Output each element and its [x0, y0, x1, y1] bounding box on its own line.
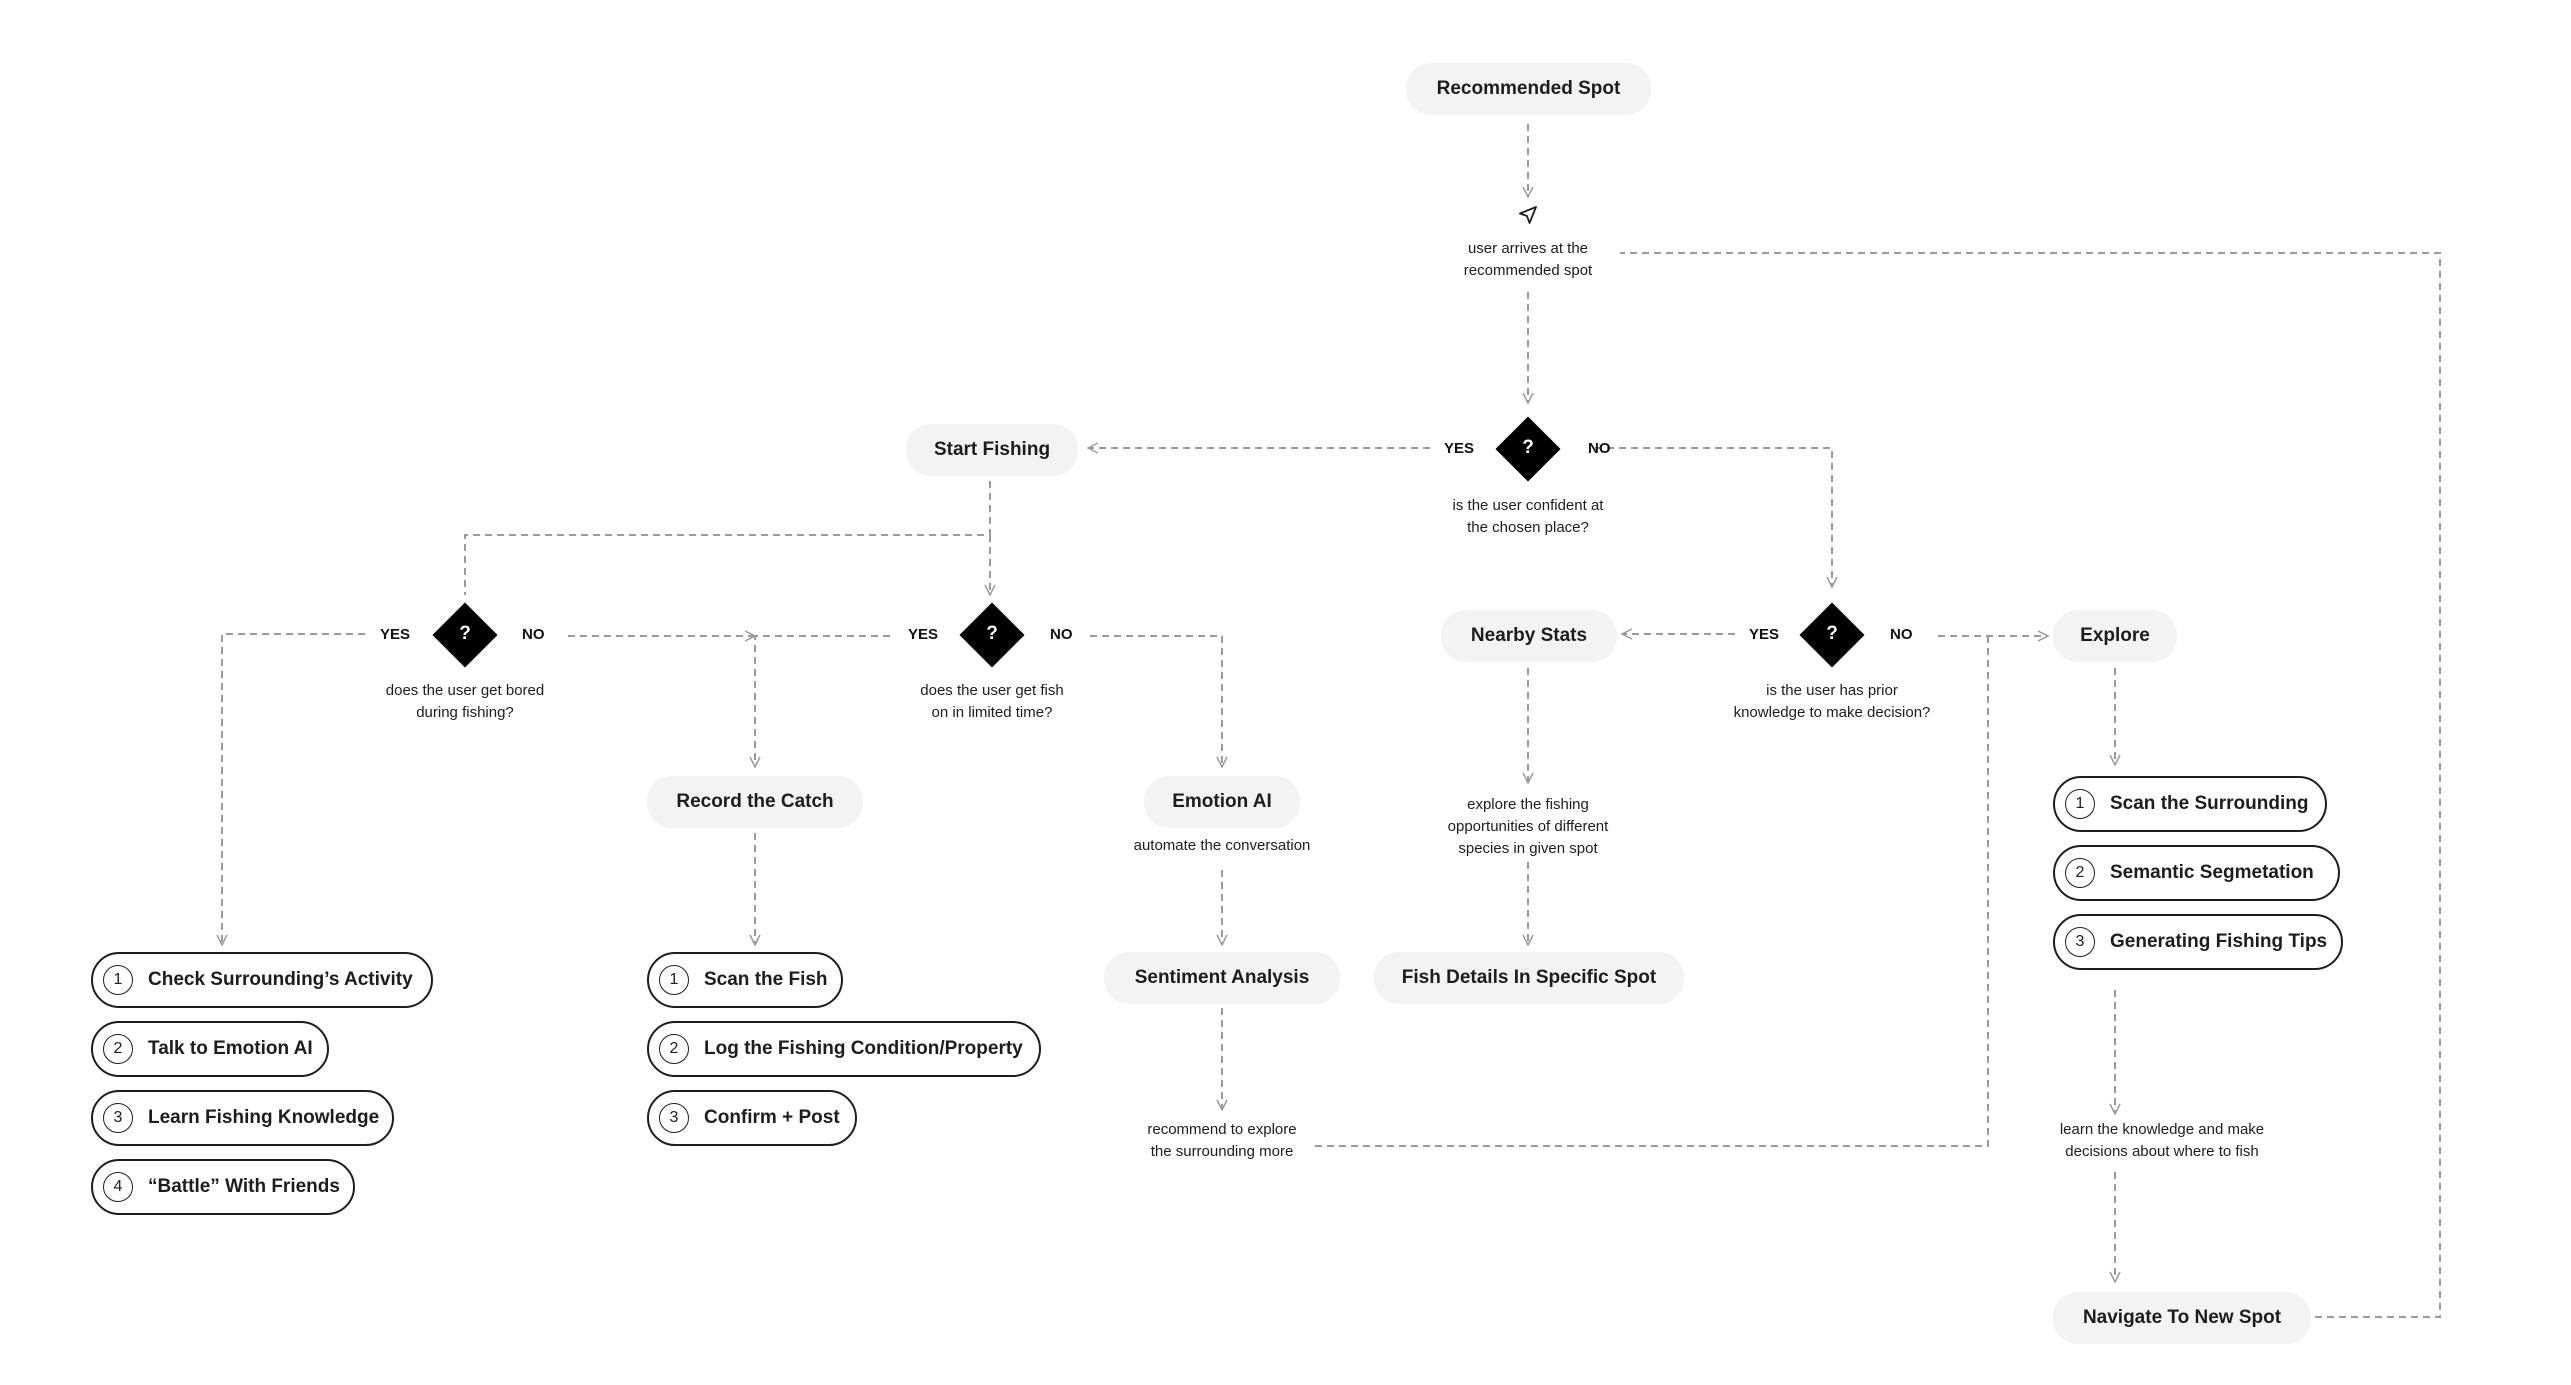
decision-confident-no: NO — [1588, 440, 1611, 457]
learn-note-line1: learn the knowledge and make — [2059, 1121, 2265, 1138]
step-label: Learn Fishing Knowledge — [148, 1107, 380, 1128]
arrive-note-line1: user arrives at the — [1467, 240, 1589, 257]
recommended-spot-node: Recommended Spot — [1406, 63, 1651, 115]
arrive-note-line2: recommended spot — [1463, 262, 1593, 279]
step-label: Generating Fishing Tips — [2110, 931, 2328, 952]
step-label: “Battle” With Friends — [148, 1176, 340, 1197]
decision-fish-time-yes: YES — [908, 626, 939, 643]
decision-fish-time-symbol: ? — [986, 623, 998, 644]
step-label: Talk to Emotion AI — [148, 1038, 313, 1059]
explore-node: Explore — [2053, 610, 2177, 662]
decision-confident-yes: YES — [1444, 440, 1475, 457]
bored-step-1: 1 Check Surrounding’s Activity — [91, 952, 433, 1008]
explore-step-3: 3 Generating Fishing Tips — [2053, 914, 2343, 970]
explore-opportunities-note-line3: species in given spot — [1458, 840, 1598, 857]
decision-knowledge-symbol: ? — [1826, 623, 1838, 644]
start-fishing-node: Start Fishing — [906, 424, 1078, 476]
decision-bored-yes: YES — [380, 626, 411, 643]
step-number-badge: 3 — [103, 1103, 133, 1133]
automate-note: automate the conversation — [1133, 837, 1311, 854]
decision-fish-time-question-line2: on in limited time? — [931, 704, 1053, 721]
explore-opportunities-note-line2: opportunities of different — [1447, 818, 1609, 835]
recommend-note-line1: recommend to explore — [1147, 1121, 1297, 1138]
decision-fish-time-no: NO — [1050, 626, 1073, 643]
recommend-note-line2: the surrounding more — [1150, 1143, 1294, 1160]
catch-step-2: 2 Log the Fishing Condition/Property — [647, 1021, 1041, 1077]
decision-knowledge-question-line1: is the user has prior — [1766, 682, 1898, 699]
decision-confident-symbol: ? — [1522, 437, 1534, 458]
step-label: Semantic Segmetation — [2110, 862, 2314, 883]
step-number-badge: 1 — [659, 965, 689, 995]
step-label: Scan the Fish — [704, 969, 828, 990]
decision-fish-time-question-line1: does the user get fish — [920, 682, 1064, 699]
step-label: Confirm + Post — [704, 1107, 840, 1128]
line-start-split — [464, 481, 991, 595]
line-navigate-loop — [1620, 252, 2441, 1318]
line-no-to-knowledge — [1595, 447, 1832, 587]
record-the-catch-node: Record the Catch — [647, 776, 863, 828]
bored-step-2: 2 Talk to Emotion AI — [91, 1021, 329, 1077]
line-fish-yes — [755, 635, 890, 767]
step-number-badge: 2 — [659, 1034, 689, 1064]
step-number-badge: 4 — [103, 1172, 133, 1202]
sentiment-analysis-node: Sentiment Analysis — [1104, 952, 1340, 1004]
step-label: Check Surrounding’s Activity — [148, 969, 413, 990]
decision-bored-question-line1: does the user get bored — [385, 682, 545, 699]
explore-step-1: 1 Scan the Surrounding — [2053, 776, 2327, 832]
emotion-ai-node: Emotion AI — [1144, 776, 1300, 828]
decision-confident-question-line2: the chosen place? — [1467, 519, 1589, 536]
catch-step-3: 3 Confirm + Post — [647, 1090, 857, 1146]
bored-step-3: 3 Learn Fishing Knowledge — [91, 1090, 394, 1146]
catch-step-1: 1 Scan the Fish — [647, 952, 843, 1008]
decision-bored-question-line2: during fishing? — [416, 704, 514, 721]
send-arrow-icon — [1519, 206, 1537, 224]
navigate-new-spot-node: Navigate To New Spot — [2053, 1292, 2311, 1344]
step-number-badge: 2 — [2065, 858, 2095, 888]
step-number-badge: 2 — [103, 1034, 133, 1064]
nearby-stats-node: Nearby Stats — [1441, 610, 1617, 662]
step-number-badge: 3 — [2065, 927, 2095, 957]
step-label: Scan the Surrounding — [2110, 793, 2309, 814]
bored-step-4: 4 “Battle” With Friends — [91, 1159, 355, 1215]
line-recommend-to-explore — [1315, 636, 1989, 1147]
step-number-badge: 1 — [2065, 789, 2095, 819]
step-label: Log the Fishing Condition/Property — [704, 1038, 1023, 1059]
decision-confident-question-line1: is the user confident at — [1452, 497, 1604, 514]
step-number-badge: 3 — [659, 1103, 689, 1133]
decision-bored-symbol: ? — [459, 623, 471, 644]
step-number-badge: 1 — [103, 965, 133, 995]
decision-bored-no: NO — [522, 626, 545, 643]
decision-knowledge-question-line2: knowledge to make decision? — [1733, 704, 1931, 721]
decision-knowledge-yes: YES — [1749, 626, 1780, 643]
decision-knowledge-no: NO — [1890, 626, 1913, 643]
explore-step-2: 2 Semantic Segmetation — [2053, 845, 2340, 901]
explore-opportunities-note-line1: explore the fishing — [1467, 796, 1589, 813]
fish-details-node: Fish Details In Specific Spot — [1374, 952, 1684, 1004]
line-bored-yes — [222, 633, 365, 945]
learn-note-line2: decisions about where to fish — [2065, 1143, 2259, 1160]
line-fish-no — [1090, 635, 1222, 767]
